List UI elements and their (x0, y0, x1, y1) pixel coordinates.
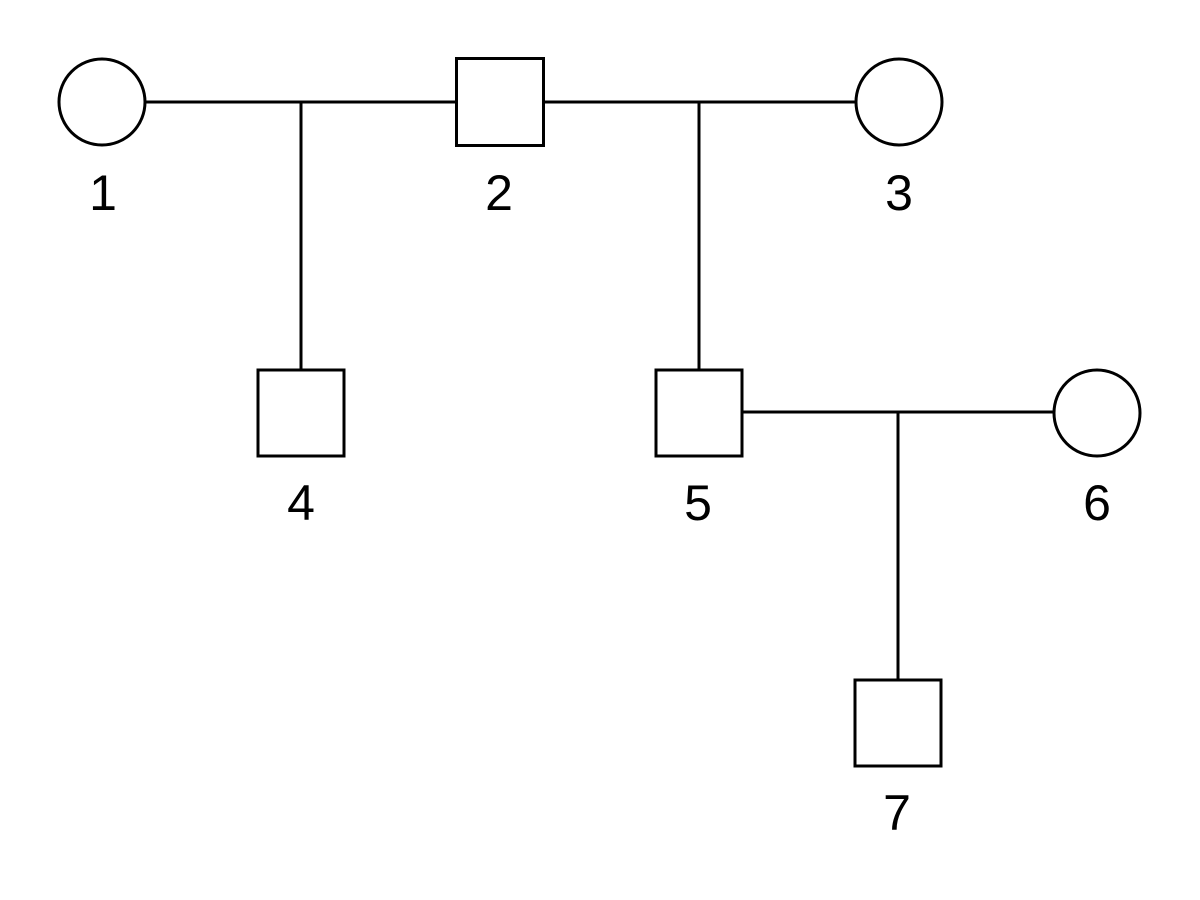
individual-5-male-square (654, 368, 744, 458)
individual-4-male-square (256, 368, 346, 458)
individual-1-female-circle (57, 57, 147, 147)
individual-6-female-circle (1052, 368, 1142, 458)
individual-7-label: 7 (883, 785, 911, 841)
individual-3-label: 3 (885, 165, 913, 221)
individual-5-label: 5 (684, 475, 712, 531)
individual-3-female-circle (854, 57, 944, 147)
individual-6-label: 6 (1083, 475, 1111, 531)
individual-7-male-square (853, 678, 943, 768)
individual-4-label: 4 (287, 475, 315, 531)
individual-2-label: 2 (485, 165, 513, 221)
individual-2-male-square (455, 57, 545, 147)
individual-1-label: 1 (89, 165, 117, 221)
